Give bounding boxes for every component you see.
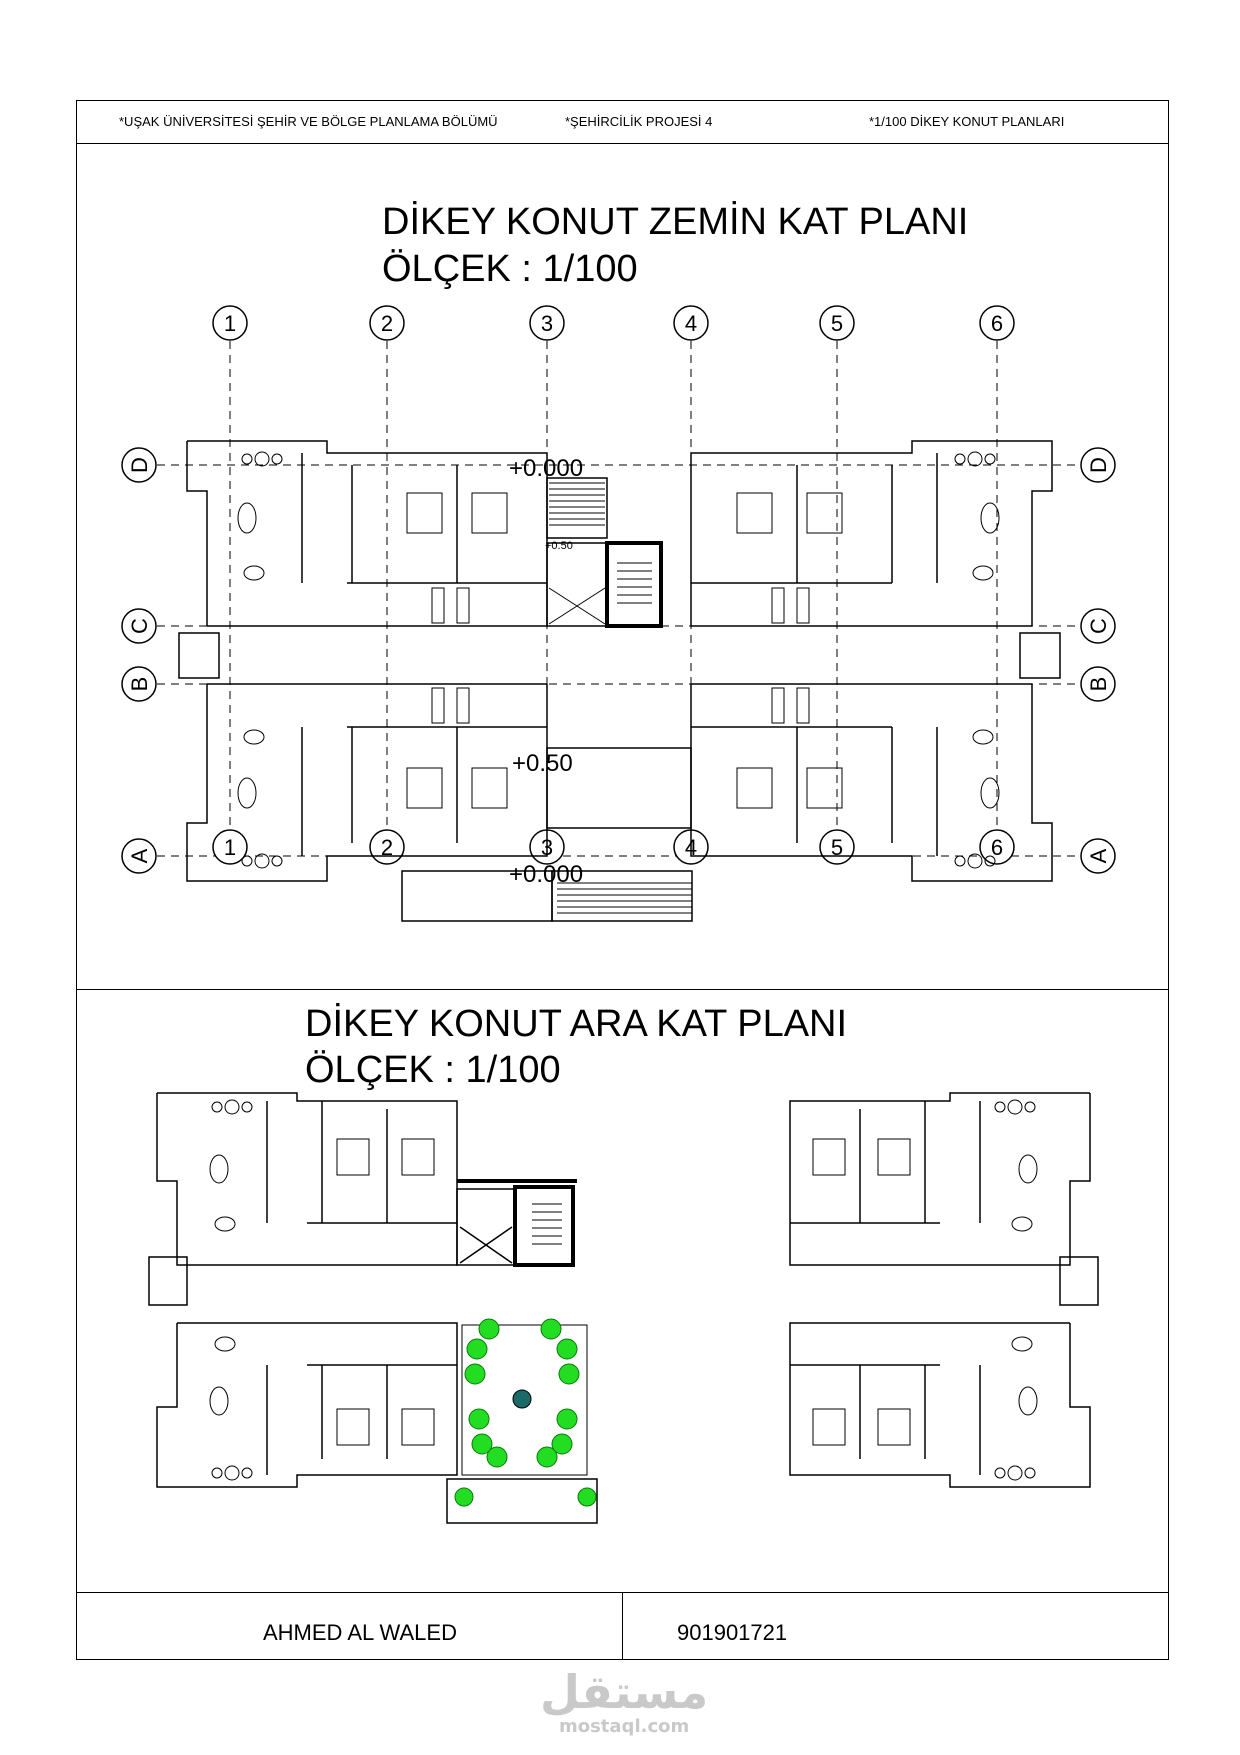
ground-floor-section: DİKEY KONUT ZEMİN KAT PLANI ÖLÇEK : 1/10…: [77, 143, 1168, 990]
typical-stair-treads: [532, 1203, 562, 1245]
watermark: مستقل mostaql.com: [540, 1668, 708, 1737]
grid-number-5: 5: [831, 311, 843, 336]
grid-number-2: 2: [381, 311, 393, 336]
title-block-footer: AHMED AL WALED 901901721: [77, 1592, 1168, 1659]
grid-number-5-bottom: 5: [831, 835, 843, 860]
watermark-arabic: مستقل: [540, 1665, 709, 1719]
grid-letter-B: B: [127, 677, 152, 692]
grid-number-1: 1: [224, 311, 236, 336]
grid-letter-A: A: [127, 848, 152, 863]
fountain-icon: [512, 1389, 532, 1409]
courtyard-garden: [454, 1318, 597, 1507]
typical-furniture: [209, 1099, 1038, 1481]
watermark-latin: mostaql.com: [558, 1716, 690, 1737]
grid-letter-A-right: A: [1086, 848, 1111, 863]
level-lobby: +0.50: [512, 750, 573, 777]
title-block-header: *UŞAK ÜNİVERSİTESİ ŞEHİR VE BÖLGE PLANLA…: [77, 101, 1168, 144]
typical-plan-title: DİKEY KONUT ARA KAT PLANI: [305, 1003, 848, 1045]
sheet-label: *1/100 DİKEY KONUT PLANLARI: [869, 114, 1065, 129]
grid-letter-C: C: [127, 618, 152, 634]
student-number: 901901721: [677, 1620, 788, 1645]
grid-number-6: 6: [991, 311, 1003, 336]
project-label: *ŞEHİRCİLİK PROJESİ 4: [565, 114, 713, 129]
typical-floor-section: DİKEY KONUT ARA KAT PLANI ÖLÇEK : 1/100: [77, 989, 1168, 1593]
typical-floor-plan-drawing: [148, 1092, 1099, 1524]
furniture-symbols: [237, 451, 1000, 869]
ground-plan-scale: ÖLÇEK : 1/100: [382, 248, 638, 290]
author-name: AHMED AL WALED: [263, 1620, 457, 1645]
level-top: +0.000: [509, 455, 583, 482]
stair-treads: [548, 482, 692, 914]
ground-floor-plan-drawing: 1 2 3 4 5 6 1 2 3 4 5 6 D C B A D C B A: [121, 305, 1116, 922]
grid-bubbles: [121, 305, 1116, 874]
grid-number-4: 4: [685, 311, 697, 336]
grid-number-1-bottom: 1: [224, 835, 236, 860]
grid-lines: [157, 341, 1080, 857]
building-walls: [178, 440, 1061, 922]
grid-letter-C-right: C: [1086, 618, 1111, 634]
level-stair: +0.50: [545, 540, 573, 552]
grid-number-2-bottom: 2: [381, 835, 393, 860]
ground-plan-title: DİKEY KONUT ZEMİN KAT PLANI: [382, 201, 969, 243]
grid-letter-B-right: B: [1086, 677, 1111, 692]
grid-letter-D: D: [127, 457, 152, 473]
grid-number-3: 3: [541, 311, 553, 336]
grid-number-6-bottom: 6: [991, 835, 1003, 860]
drawing-sheet: *UŞAK ÜNİVERSİTESİ ŞEHİR VE BÖLGE PLANLA…: [76, 100, 1169, 1660]
grid-letter-D-right: D: [1086, 457, 1111, 473]
typical-plan-scale: ÖLÇEK : 1/100: [305, 1049, 561, 1091]
typical-walls: [148, 1092, 1099, 1524]
level-labels: +0.000 +0.50 +0.50 +0.000: [509, 455, 583, 888]
garden-shrubs: [454, 1318, 597, 1507]
level-bottom: +0.000: [509, 861, 583, 888]
university-label: *UŞAK ÜNİVERSİTESİ ŞEHİR VE BÖLGE PLANLA…: [119, 114, 498, 129]
